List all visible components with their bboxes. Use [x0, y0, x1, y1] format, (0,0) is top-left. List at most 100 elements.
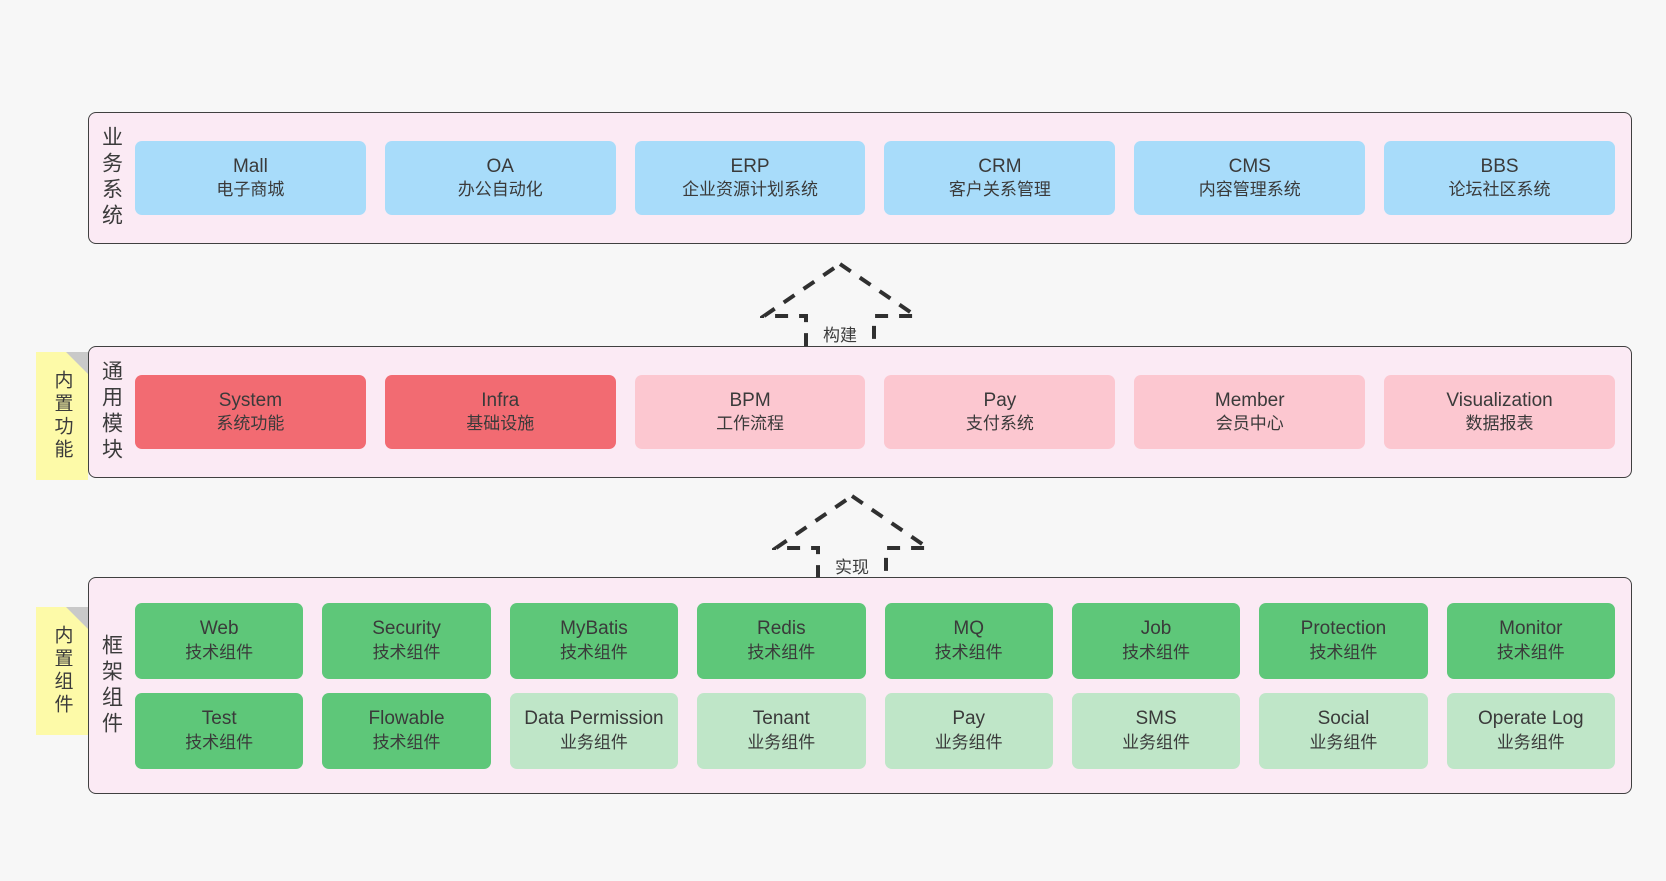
- card-title: Data Permission: [524, 708, 664, 730]
- card-title: Social: [1317, 708, 1370, 730]
- card-job[interactable]: Job 技术组件: [1071, 602, 1241, 679]
- layer-body-framework-components: Web 技术组件 Security 技术组件 MyBatis 技术组件 Redi…: [133, 578, 1631, 793]
- card-redis[interactable]: Redis 技术组件: [697, 602, 866, 679]
- card-pay[interactable]: Pay 支付系统: [884, 375, 1116, 449]
- connector-implement-label: 实现: [835, 558, 869, 577]
- card-subtitle: 技术组件: [372, 732, 441, 752]
- sticky-note-label: 内置组件: [51, 625, 73, 717]
- card-operate-log[interactable]: Operate Log 业务组件: [1446, 692, 1615, 769]
- layer-title-framework-components: 框架组件: [99, 633, 123, 738]
- card-subtitle: 企业资源计划系统: [682, 180, 819, 200]
- card-title: Redis: [757, 618, 806, 640]
- card-subtitle: 业务组件: [1496, 732, 1565, 752]
- card-subtitle: 技术组件: [185, 732, 254, 752]
- layer-body-common-modules: System 系统功能 Infra 基础设施 BPM 工作流程 Pay 支付系统…: [133, 347, 1631, 477]
- card-bpm[interactable]: BPM 工作流程: [634, 375, 866, 449]
- card-subtitle: 客户关系管理: [948, 180, 1051, 200]
- card-subtitle: 技术组件: [1122, 642, 1191, 662]
- layer-common-modules: 通用模块 System 系统功能 Infra 基础设施 BPM 工作流程 Pay…: [88, 346, 1632, 478]
- card-subtitle: 技术组件: [559, 642, 628, 662]
- connector-implement-arrow: 实现: [772, 492, 932, 584]
- card-subtitle: 业务组件: [559, 732, 628, 752]
- card-title: BBS: [1480, 155, 1519, 177]
- card-subtitle: 技术组件: [1496, 642, 1565, 662]
- card-protection[interactable]: Protection 技术组件: [1259, 602, 1428, 679]
- layer-framework-components: 框架组件 Web 技术组件 Security 技术组件 MyBatis 技术组件…: [88, 577, 1632, 794]
- card-visualization[interactable]: Visualization 数据报表: [1384, 375, 1615, 449]
- card-title: Security: [372, 618, 441, 640]
- card-title: Infra: [481, 389, 520, 411]
- card-subtitle: 办公自动化: [457, 180, 543, 200]
- card-oa[interactable]: OA 办公自动化: [384, 141, 616, 215]
- card-subtitle: 内容管理系统: [1198, 180, 1301, 200]
- card-title: Protection: [1300, 618, 1387, 640]
- sticky-note-builtin-component: 内置组件: [36, 607, 88, 735]
- layer-body-business-systems: Mall 电子商城 OA 办公自动化 ERP 企业资源计划系统 CRM 客户关系…: [133, 113, 1631, 243]
- card-row: Web 技术组件 Security 技术组件 MyBatis 技术组件 Redi…: [135, 602, 1615, 679]
- card-title: Member: [1214, 389, 1285, 411]
- card-title: MyBatis: [560, 618, 628, 640]
- card-security[interactable]: Security 技术组件: [322, 602, 491, 679]
- layer-title-business-systems: 业务系统: [99, 126, 123, 230]
- card-subtitle: 技术组件: [372, 642, 441, 662]
- card-title: Mall: [232, 155, 268, 177]
- layer-title-common-modules: 通用模块: [99, 360, 123, 464]
- card-test[interactable]: Test 技术组件: [135, 692, 304, 769]
- card-subtitle: 技术组件: [185, 642, 254, 662]
- connector-build-arrow: 构建: [760, 260, 920, 352]
- card-title: Flowable: [368, 708, 445, 730]
- card-data-permission[interactable]: Data Permission 业务组件: [509, 692, 679, 769]
- card-subtitle: 技术组件: [1309, 642, 1378, 662]
- card-subtitle: 会员中心: [1215, 414, 1284, 434]
- card-title: Job: [1140, 618, 1172, 640]
- card-title: Web: [199, 618, 239, 640]
- card-title: ERP: [730, 155, 770, 177]
- card-row: System 系统功能 Infra 基础设施 BPM 工作流程 Pay 支付系统…: [135, 375, 1615, 449]
- card-tenant[interactable]: Tenant 业务组件: [697, 692, 866, 769]
- card-system[interactable]: System 系统功能: [135, 375, 366, 449]
- card-title: MQ: [953, 618, 984, 640]
- card-subtitle: 业务组件: [1122, 732, 1191, 752]
- card-title: Visualization: [1446, 389, 1553, 411]
- card-subtitle: 系统功能: [216, 414, 285, 434]
- card-monitor[interactable]: Monitor 技术组件: [1446, 602, 1615, 679]
- card-social[interactable]: Social 业务组件: [1259, 692, 1428, 769]
- card-mall[interactable]: Mall 电子商城: [135, 141, 366, 215]
- card-title: Test: [201, 708, 237, 730]
- card-title: CRM: [978, 155, 1022, 177]
- card-web[interactable]: Web 技术组件: [135, 602, 304, 679]
- card-infra[interactable]: Infra 基础设施: [384, 375, 616, 449]
- card-subtitle: 基础设施: [466, 414, 535, 434]
- card-subtitle: 论坛社区系统: [1448, 180, 1551, 200]
- card-cms[interactable]: CMS 内容管理系统: [1134, 141, 1366, 215]
- card-crm[interactable]: CRM 客户关系管理: [884, 141, 1116, 215]
- card-subtitle: 业务组件: [1309, 732, 1378, 752]
- card-title: SMS: [1135, 708, 1177, 730]
- card-subtitle: 电子商城: [216, 180, 285, 200]
- connector-build-label: 构建: [823, 326, 857, 345]
- card-subtitle: 业务组件: [934, 732, 1003, 752]
- card-mybatis[interactable]: MyBatis 技术组件: [509, 602, 679, 679]
- card-title: OA: [486, 155, 514, 177]
- card-subtitle: 技术组件: [934, 642, 1003, 662]
- sticky-note-builtin-function: 内置功能: [36, 352, 88, 480]
- card-title: Pay: [952, 708, 986, 730]
- card-erp[interactable]: ERP 企业资源计划系统: [634, 141, 866, 215]
- card-mq[interactable]: MQ 技术组件: [884, 602, 1053, 679]
- card-flowable[interactable]: Flowable 技术组件: [322, 692, 491, 769]
- card-subtitle: 支付系统: [965, 414, 1034, 434]
- sticky-note-label: 内置功能: [51, 370, 73, 462]
- card-title: BPM: [729, 389, 771, 411]
- layer-business-systems: 业务系统 Mall 电子商城 OA 办公自动化 ERP 企业资源计划系统 CRM…: [88, 112, 1632, 244]
- card-subtitle: 业务组件: [747, 732, 816, 752]
- card-title: CMS: [1228, 155, 1271, 177]
- card-bbs[interactable]: BBS 论坛社区系统: [1384, 141, 1615, 215]
- card-sms[interactable]: SMS 业务组件: [1071, 692, 1241, 769]
- card-title: Monitor: [1499, 618, 1563, 640]
- card-pay-biz[interactable]: Pay 业务组件: [884, 692, 1053, 769]
- card-title: Tenant: [752, 708, 810, 730]
- card-row: Mall 电子商城 OA 办公自动化 ERP 企业资源计划系统 CRM 客户关系…: [135, 141, 1615, 215]
- card-title: Operate Log: [1477, 708, 1584, 730]
- card-member[interactable]: Member 会员中心: [1134, 375, 1366, 449]
